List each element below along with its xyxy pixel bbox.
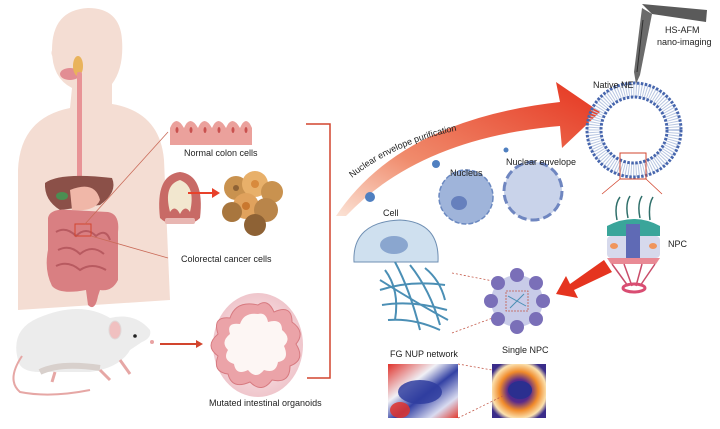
- red-arrow-small: [188, 188, 220, 198]
- grouping-bracket: [306, 123, 331, 379]
- stomach: [70, 186, 100, 211]
- mouse-illustration: [12, 309, 154, 396]
- dashed-connector: [457, 394, 506, 419]
- label-hs-afm: HS-AFM: [665, 25, 700, 35]
- highlight-box-npc: [619, 152, 647, 180]
- label-single-npc: Single NPC: [502, 345, 549, 355]
- label-nano-imaging: nano-imaging: [657, 37, 712, 47]
- fg-nup-network: [379, 261, 449, 331]
- particle-large: [365, 192, 375, 202]
- normal-colon-cells-illustration: [170, 121, 252, 145]
- purification-arrow: [336, 82, 600, 216]
- organoid-illustration: [210, 293, 303, 397]
- gallbladder: [56, 192, 68, 200]
- cancer-cell-cluster: [222, 171, 283, 236]
- particle-small: [503, 147, 509, 153]
- npc-top-view: [484, 268, 550, 334]
- label-organoids: Mutated intestinal organoids: [209, 398, 322, 408]
- label-native-ne: Native NE: [593, 80, 634, 90]
- label-fg-nup-network: FG NUP network: [390, 349, 458, 359]
- red-arrow-mouse-to-organoid: [160, 340, 203, 348]
- label-colorectal-cancer-cells: Colorectal cancer cells: [181, 254, 272, 264]
- salivary-gland: [73, 56, 83, 76]
- connector-line: [90, 235, 169, 259]
- tumor-cross-section: [159, 172, 201, 224]
- highlight-box-colon: [74, 223, 92, 237]
- native-ne-ring: [585, 81, 683, 195]
- red-arrow-npc-to-topview: [556, 260, 612, 298]
- esophagus: [77, 72, 82, 180]
- label-nuclear-envelope: Nuclear envelope: [506, 157, 577, 167]
- dashed-connector: [451, 315, 499, 334]
- label-npc: NPC: [668, 239, 688, 249]
- nucleus-illustration: [438, 169, 494, 225]
- label-normal-colon-cells: Normal colon cells: [184, 148, 258, 158]
- connector-line: [84, 131, 169, 225]
- cell-illustration: [353, 219, 439, 263]
- human-body-illustration: [18, 8, 170, 310]
- particle-medium: [432, 160, 440, 168]
- npc-side-view: [607, 195, 660, 294]
- afm-cantilever: [634, 4, 707, 84]
- label-cell: Cell: [383, 208, 399, 218]
- dashed-connector: [451, 272, 499, 283]
- nuclear-envelope-illustration: [502, 160, 564, 222]
- label-nucleus: Nucleus: [450, 168, 483, 178]
- dashed-connector: [457, 363, 493, 371]
